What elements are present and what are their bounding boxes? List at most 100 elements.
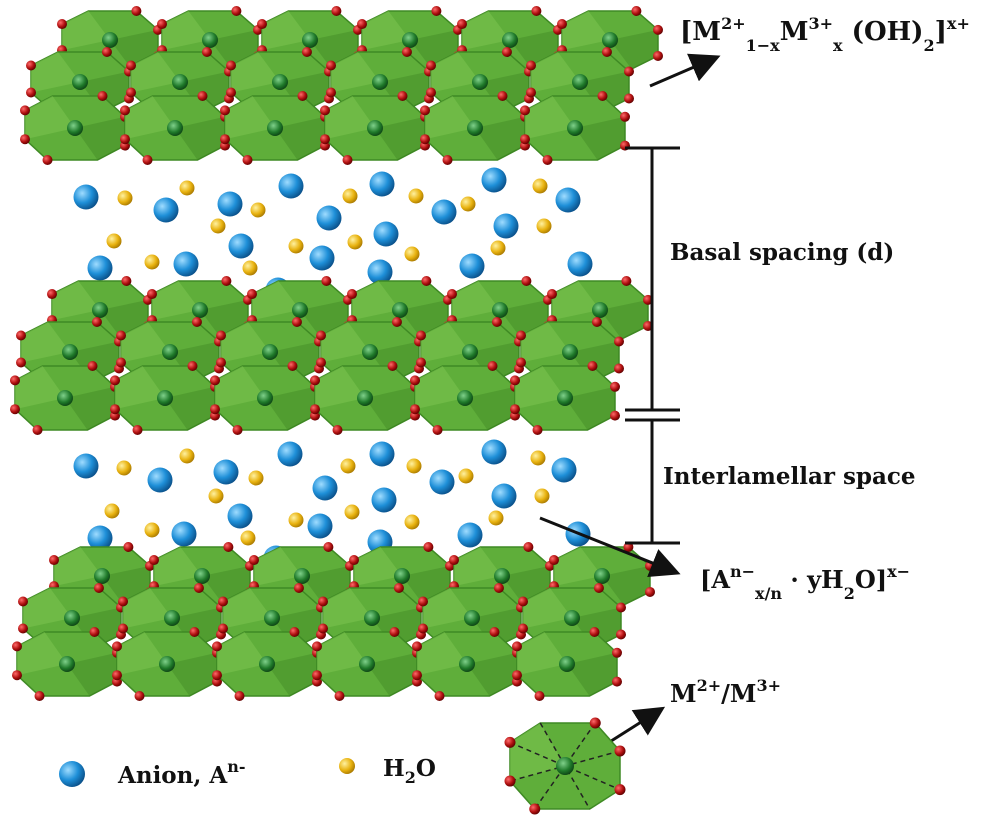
water-molecule <box>488 510 504 526</box>
water-molecule <box>242 260 258 276</box>
anion-sphere <box>493 213 519 239</box>
water-molecule <box>248 470 264 486</box>
octahedron <box>12 627 122 701</box>
octahedron-key-icon <box>504 717 626 815</box>
anion-sphere <box>307 513 333 539</box>
octahedron <box>512 627 622 701</box>
water-molecule <box>106 233 122 249</box>
anion-sphere <box>551 457 577 483</box>
octahedron <box>520 91 630 165</box>
layer-formula-arrow <box>649 53 721 88</box>
octahedron <box>120 91 230 165</box>
anion-sphere <box>147 467 173 493</box>
octahedron <box>410 361 520 435</box>
anion-sphere <box>555 187 581 213</box>
octahedron <box>112 627 222 701</box>
water-molecule <box>179 180 195 196</box>
octahedron <box>510 361 620 435</box>
water-molecule <box>458 468 474 484</box>
anion-legend-label: Anion, An- <box>117 757 246 789</box>
metal-cation-label: M2+/M3+ <box>670 676 781 708</box>
water-molecule <box>530 450 546 466</box>
anion-sphere <box>431 199 457 225</box>
anion-sphere <box>429 469 455 495</box>
anion-sphere <box>73 453 99 479</box>
anion-sphere <box>481 167 507 193</box>
anion-sphere <box>369 441 395 467</box>
water-molecule <box>404 246 420 262</box>
water-molecule <box>144 522 160 538</box>
anion-sphere <box>373 221 399 247</box>
anion-sphere <box>367 259 393 285</box>
octahedron <box>447 276 553 344</box>
water-molecule <box>532 178 548 194</box>
anion-sphere <box>228 233 254 259</box>
anion-sphere <box>73 184 99 210</box>
layer-formula-label: [M2+1−xM3+x (OH)2]x+ <box>680 14 970 55</box>
hydroxide-layer-top <box>20 6 663 165</box>
anion-sphere <box>371 487 397 513</box>
anion-sphere <box>459 253 485 279</box>
water-molecule <box>404 514 420 530</box>
anion-sphere <box>316 205 342 231</box>
anion-sphere <box>171 521 197 547</box>
interlayer-formula-arrow <box>539 516 681 578</box>
water-molecule <box>536 218 552 234</box>
water-molecule <box>408 188 424 204</box>
water-molecule <box>104 503 120 519</box>
anion-sphere <box>227 503 253 529</box>
water-molecule <box>342 188 358 204</box>
water-molecule <box>490 240 506 256</box>
water-molecule <box>116 460 132 476</box>
water-legend-icon <box>339 758 355 774</box>
water-molecule <box>288 238 304 254</box>
interlayer-gallery-lower <box>73 439 591 571</box>
octahedron <box>310 361 420 435</box>
water-molecule <box>340 458 356 474</box>
anion-sphere <box>173 251 199 277</box>
octahedron <box>412 627 522 701</box>
basal-spacing-bracket <box>625 146 680 545</box>
water-molecule <box>179 448 195 464</box>
interlayer-gallery-upper <box>73 167 593 303</box>
anion-sphere <box>217 191 243 217</box>
water-molecule <box>208 488 224 504</box>
water-molecule <box>406 458 422 474</box>
octahedron <box>320 91 430 165</box>
anion-sphere <box>491 483 517 509</box>
water-molecule <box>144 254 160 270</box>
anion-sphere <box>87 525 113 551</box>
anion-sphere <box>567 251 593 277</box>
hydroxide-layer-middle <box>10 276 653 435</box>
anion-sphere <box>312 475 338 501</box>
water-molecule <box>117 190 133 206</box>
octahedron <box>110 361 220 435</box>
water-molecule <box>344 504 360 520</box>
water-legend-label: H2O <box>383 755 436 787</box>
anion-sphere <box>277 441 303 467</box>
octahedron <box>210 361 320 435</box>
octahedron <box>212 627 322 701</box>
hydroxide-layer-bottom <box>12 542 655 701</box>
anion-sphere <box>457 522 483 548</box>
anion-sphere <box>369 171 395 197</box>
anion-sphere <box>153 197 179 223</box>
water-molecule <box>240 530 256 546</box>
water-molecule <box>210 218 226 234</box>
water-molecule <box>347 234 363 250</box>
octahedron <box>10 361 120 435</box>
water-molecule <box>288 512 304 528</box>
water-molecule <box>534 488 550 504</box>
octahedron <box>420 91 530 165</box>
anion-legend-icon <box>59 761 85 787</box>
interlayer-formula-label: [An−x/n · yH2O]x− <box>700 562 910 603</box>
anion-sphere <box>309 245 335 271</box>
basal-spacing-label: Basal spacing (d) <box>670 239 894 266</box>
octahedron <box>220 91 330 165</box>
legend: Anion, An- H2O <box>59 755 436 789</box>
interlamellar-space-label: Interlamellar space <box>663 463 916 490</box>
anion-sphere <box>278 173 304 199</box>
water-molecule <box>250 202 266 218</box>
